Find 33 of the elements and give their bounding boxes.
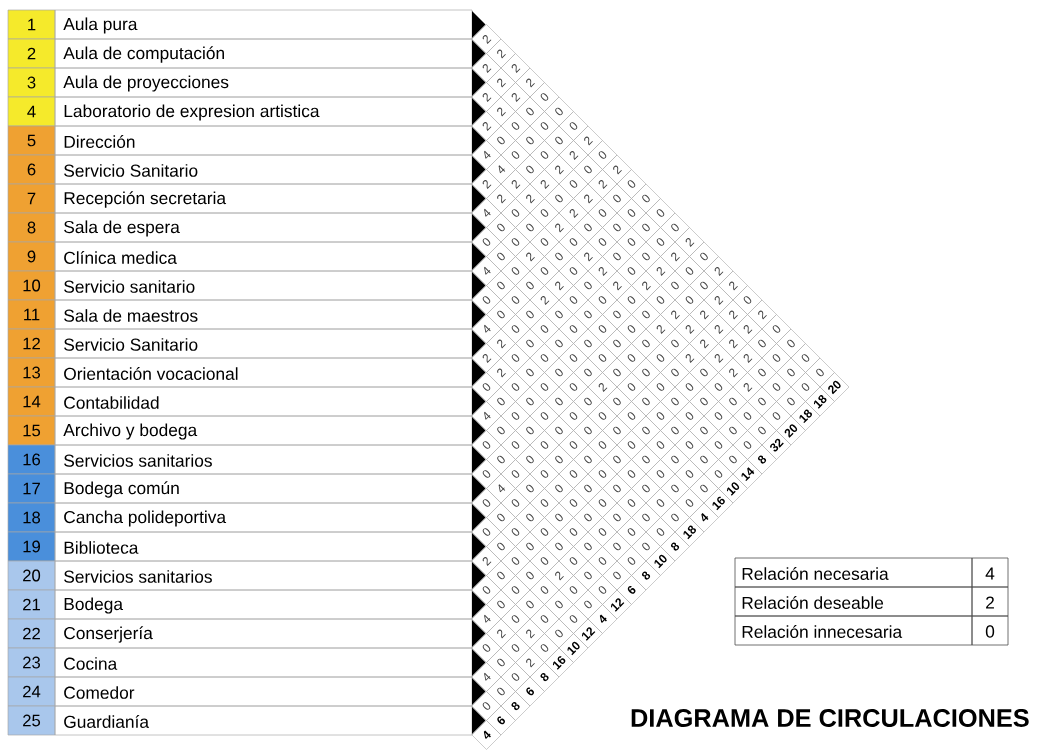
room-name-cell: Clínica medica: [54, 241, 473, 272]
room-name-cell: Aula pura: [54, 9, 473, 40]
room-name-cell: Dirección: [54, 125, 473, 156]
room-name-cell: Sala de maestros: [54, 299, 473, 330]
legend-value-cell: 0: [971, 615, 1009, 646]
legend-label-cell: Relación necesaria: [734, 557, 973, 588]
room-name-cell: Servicio Sanitario: [54, 328, 473, 359]
room-name-cell: Bodega: [54, 589, 473, 620]
room-name-cell: Servicio Sanitario: [54, 154, 473, 185]
room-name-cell: Cocina: [54, 647, 473, 678]
room-name-cell: Servicios sanitarios: [54, 444, 473, 475]
room-name-cell: Recepción secretaria: [54, 183, 473, 214]
room-name-cell: Sala de espera: [54, 212, 473, 243]
legend-value-cell: 4: [971, 557, 1009, 588]
room-name-cell: Cancha polideportiva: [54, 502, 473, 533]
row-number-cell: 25: [7, 705, 56, 736]
room-name-cell: Aula de computación: [54, 38, 473, 69]
room-name-cell: Archivo y bodega: [54, 415, 473, 446]
legend-value-cell: 2: [971, 586, 1009, 617]
room-name-cell: Aula de proyecciones: [54, 67, 473, 98]
room-name-cell: Guardianía: [54, 705, 473, 736]
room-name-cell: Comedor: [54, 676, 473, 707]
room-name-cell: Biblioteca: [54, 531, 473, 562]
room-name-cell: Bodega común: [54, 473, 473, 504]
room-name-cell: Servicios sanitarios: [54, 560, 473, 591]
room-name-cell: Conserjería: [54, 618, 473, 649]
room-name-cell: Laboratorio de expresion artistica: [54, 96, 473, 127]
legend-label-cell: Relación innecesaria: [734, 615, 973, 646]
diagram-title: DIAGRAMA DE CIRCULACIONES: [631, 709, 1029, 727]
legend-label-cell: Relación deseable: [734, 586, 973, 617]
room-name-cell: Orientación vocacional: [54, 357, 473, 388]
room-name-cell: Contabilidad: [54, 386, 473, 417]
room-name-cell: Servicio sanitario: [54, 270, 473, 301]
